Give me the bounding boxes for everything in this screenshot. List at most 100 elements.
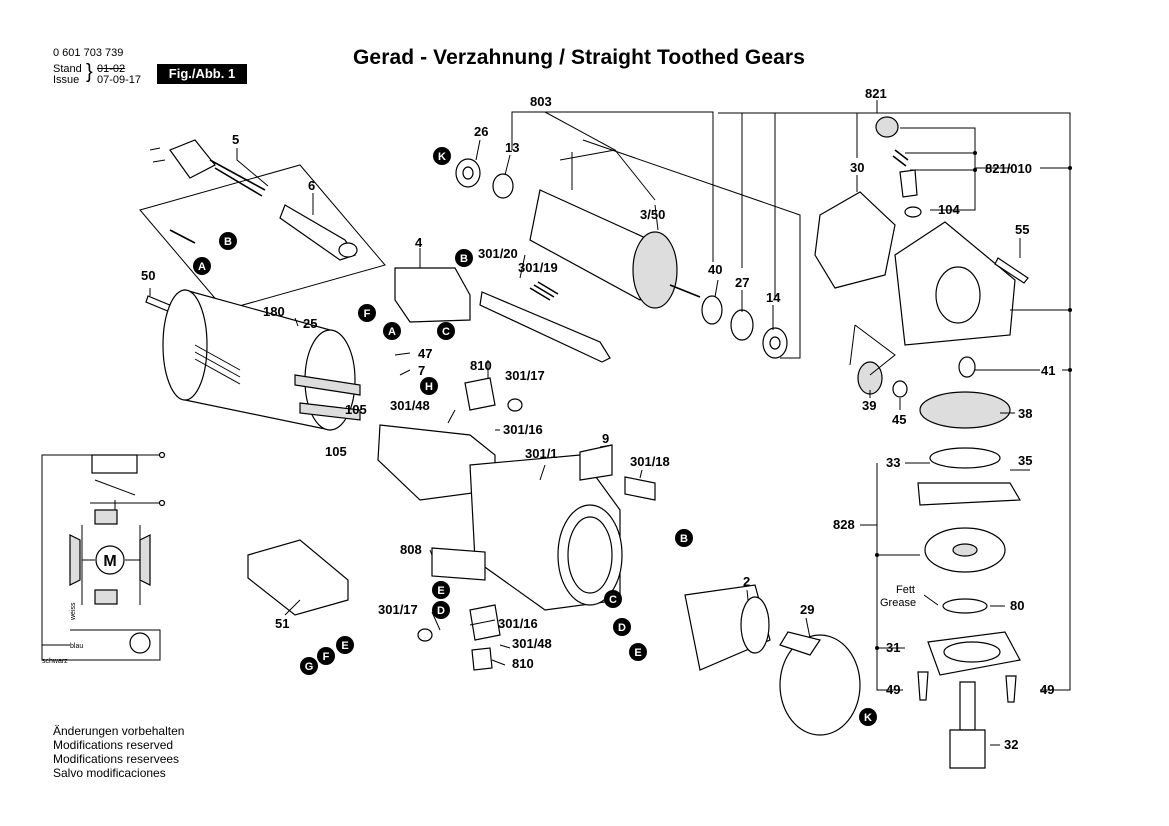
- note-en: Modifications reserved: [53, 738, 174, 752]
- label-301-17-a: 301/17: [505, 368, 545, 383]
- spindle: [959, 681, 976, 731]
- svg-text:B: B: [224, 236, 232, 248]
- label-49-b: 49: [1040, 682, 1054, 697]
- label-105-a: 105: [345, 402, 367, 417]
- label-51: 51: [275, 616, 289, 631]
- page-title: Gerad - Verzahnung / Straight Toothed Ge…: [353, 46, 805, 69]
- marker-d-1: [432, 601, 450, 619]
- marker-e-3: [336, 636, 354, 654]
- marker-c-2: [604, 590, 622, 608]
- marker-a-2: [383, 322, 401, 340]
- note-es: Salvo modificaciones: [53, 766, 166, 780]
- label-180: 180: [263, 304, 285, 319]
- marker-k-2: [859, 708, 877, 726]
- marker-k-1: [433, 147, 451, 165]
- issue-date: 07-09-17: [97, 74, 142, 86]
- marker-f-1: [358, 304, 376, 322]
- label-50: 50: [141, 268, 155, 283]
- label-31: 31: [886, 640, 900, 655]
- svg-text:D: D: [618, 622, 626, 634]
- part-number: 0 601 703 739: [53, 47, 124, 59]
- svg-text:C: C: [609, 594, 617, 606]
- part-labels: 5 6 50 180 25 105 105 4 47 7 301/20 301/…: [141, 86, 1055, 752]
- svg-text:B: B: [680, 533, 688, 545]
- label-828: 828: [833, 517, 855, 532]
- marker-b-1: [219, 232, 237, 250]
- figure-badge: Fig./Abb. 1: [157, 64, 247, 84]
- label-2: 2: [743, 574, 750, 589]
- brace-glyph: }: [86, 61, 93, 83]
- capacitor: [247, 539, 349, 616]
- note-fr: Modifications reservees: [53, 752, 180, 766]
- label-5: 5: [232, 132, 239, 147]
- wiring-schematic: M weiss blau schwarz: [41, 451, 166, 665]
- label-45: 45: [892, 412, 906, 427]
- switch: [394, 267, 471, 323]
- label-41: 41: [1041, 363, 1055, 378]
- label-301-48-a: 301/48: [390, 398, 430, 413]
- marker-a-1: [193, 257, 211, 275]
- label-32: 32: [1004, 737, 1018, 752]
- connector-markers: B A B F A C H K B E D C D E E F G K: [193, 147, 877, 726]
- svg-text:F: F: [364, 308, 371, 320]
- svg-text:C: C: [442, 326, 450, 338]
- label-47: 47: [418, 346, 432, 361]
- svg-text:K: K: [864, 712, 872, 724]
- label-821-010: 821/010: [985, 161, 1032, 176]
- label-80: 80: [1010, 598, 1024, 613]
- label-7: 7: [418, 363, 425, 378]
- label-301-19: 301/19: [518, 260, 558, 275]
- marker-e-1: [432, 581, 450, 599]
- svg-text:A: A: [388, 326, 396, 338]
- svg-text:E: E: [437, 585, 444, 597]
- label-4: 4: [415, 235, 423, 250]
- marker-c-1: [437, 322, 455, 340]
- stand-label: Stand: [53, 63, 82, 75]
- label-38: 38: [1018, 406, 1032, 421]
- label-105-b: 105: [325, 444, 347, 459]
- armature: [529, 189, 651, 301]
- junction-dots: [875, 151, 1072, 650]
- svg-text:E: E: [634, 647, 641, 659]
- svg-text:F: F: [323, 651, 330, 663]
- marker-d-2: [613, 618, 631, 636]
- svg-text:H: H: [425, 381, 433, 393]
- slide-bar: [479, 291, 611, 363]
- label-301-48-b: 301/48: [512, 636, 552, 651]
- guard: [779, 634, 861, 736]
- svg-text:B: B: [460, 253, 468, 265]
- marker-h-1: [420, 377, 438, 395]
- label-301-17-b: 301/17: [378, 602, 418, 617]
- label-9: 9: [602, 431, 609, 446]
- label-25: 25: [303, 316, 317, 331]
- label-808: 808: [400, 542, 422, 557]
- modification-notes: Änderungen vorbehalten Modifications res…: [53, 724, 184, 780]
- label-35: 35: [1018, 453, 1032, 468]
- issue-label: Issue: [53, 74, 80, 86]
- label-40: 40: [708, 262, 722, 277]
- marker-b-3: [675, 529, 693, 547]
- label-821: 821: [865, 86, 887, 101]
- svg-text:A: A: [198, 261, 206, 273]
- label-301-1: 301/1: [525, 446, 558, 461]
- label-803: 803: [530, 94, 552, 109]
- marker-g-1: [300, 657, 318, 675]
- label-33: 33: [886, 455, 900, 470]
- marker-b-2: [455, 249, 473, 267]
- label-13: 13: [505, 140, 519, 155]
- marker-f-2: [317, 647, 335, 665]
- label-3-50: 3/50: [640, 207, 665, 222]
- label-55: 55: [1015, 222, 1029, 237]
- label-39: 39: [862, 398, 876, 413]
- wire-blau: blau: [70, 643, 83, 650]
- old-date: 01-02: [97, 63, 126, 75]
- label-49-a: 49: [886, 682, 900, 697]
- label-104: 104: [938, 202, 960, 217]
- plug: [169, 139, 216, 179]
- svg-text:K: K: [438, 151, 446, 163]
- label-29: 29: [800, 602, 814, 617]
- label-6: 6: [308, 178, 315, 193]
- svg-text:G: G: [305, 661, 314, 673]
